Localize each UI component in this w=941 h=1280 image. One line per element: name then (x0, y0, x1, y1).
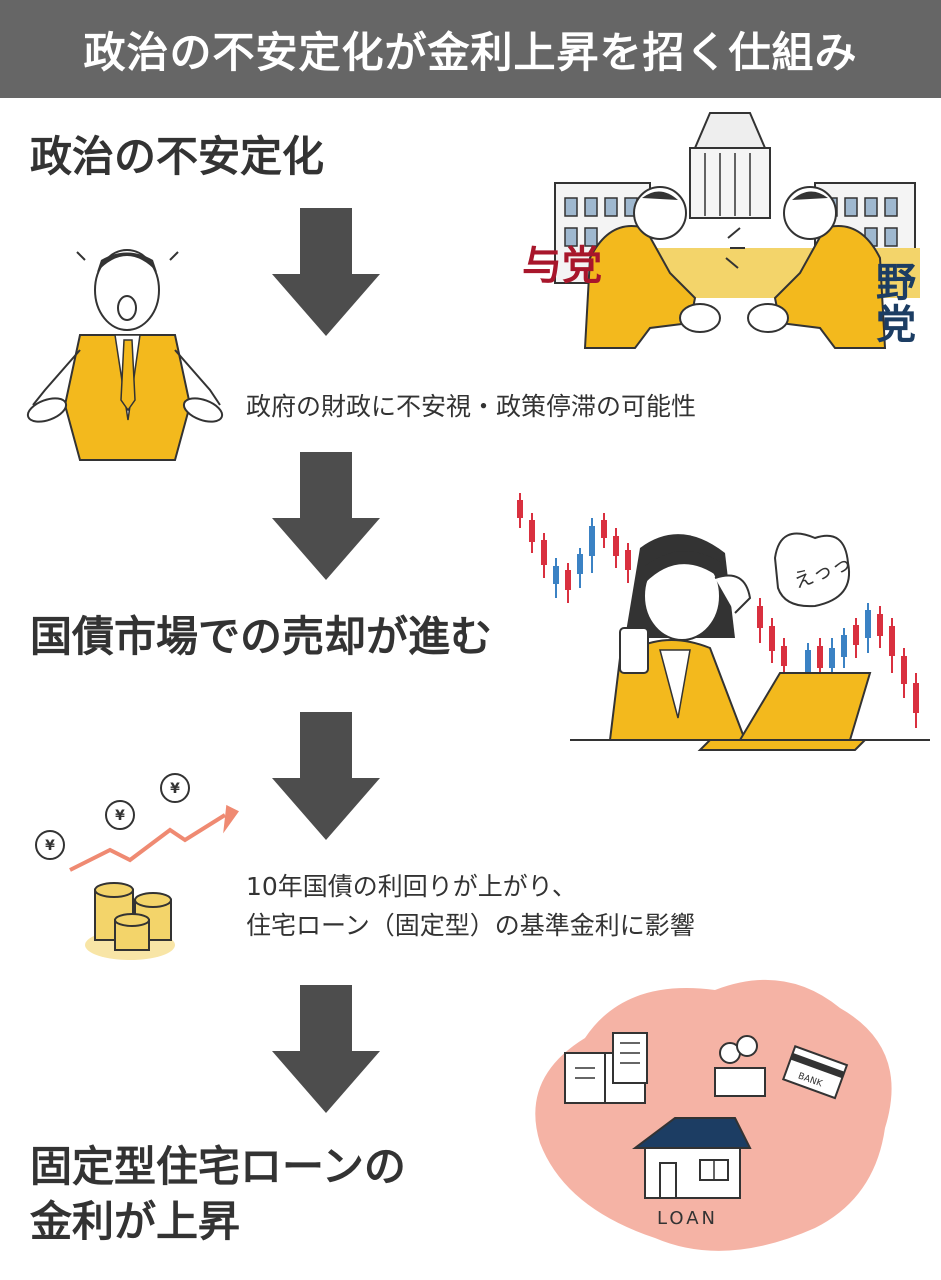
shrugging-man-illustration (26, 249, 224, 461)
down-arrow-icon (272, 208, 380, 336)
step-4-label: 10年国債の利回りが上がり、 住宅ローン（固定型）の基準金利に影響 (246, 868, 695, 946)
step-5-line-2: 金利が上昇 (30, 1196, 241, 1246)
step-2-label: 政府の財政に不安視・政策停滞の可能性 (246, 392, 697, 421)
loan-label: LOAN (657, 1208, 718, 1229)
rising-coins-illustration: ¥ ¥ ¥ (35, 773, 239, 960)
down-arrow-icon (272, 452, 380, 580)
down-arrow-icon (272, 985, 380, 1113)
down-arrow-icon (272, 712, 380, 840)
step-4-line-2: 住宅ローン（固定型）の基準金利に影響 (246, 910, 695, 940)
yen-symbol: ¥ (115, 808, 125, 824)
housing-loan-illustration: BANK LOAN (535, 979, 892, 1251)
stressed-woman-chart-illustration: えっっ (517, 493, 930, 751)
page-title: 政治の不安定化が金利上昇を招く仕組み (0, 0, 941, 98)
parliament-argument-illustration (554, 112, 920, 349)
yen-symbol: ¥ (170, 781, 180, 797)
step-3-label: 国債市場での売却が進む (30, 612, 493, 661)
step-4-line-1: 10年国債の利回りが上がり、 (246, 872, 577, 901)
step-1-label: 政治の不安定化 (30, 132, 325, 181)
ruling-party-label: 与党 (522, 243, 602, 289)
yen-symbol: ¥ (45, 838, 55, 854)
step-5-line-1: 固定型住宅ローンの (30, 1142, 406, 1191)
opposition-party-label: 野党 (876, 260, 916, 348)
step-5-label: 固定型住宅ローンの 金利が上昇 (30, 1140, 406, 1249)
